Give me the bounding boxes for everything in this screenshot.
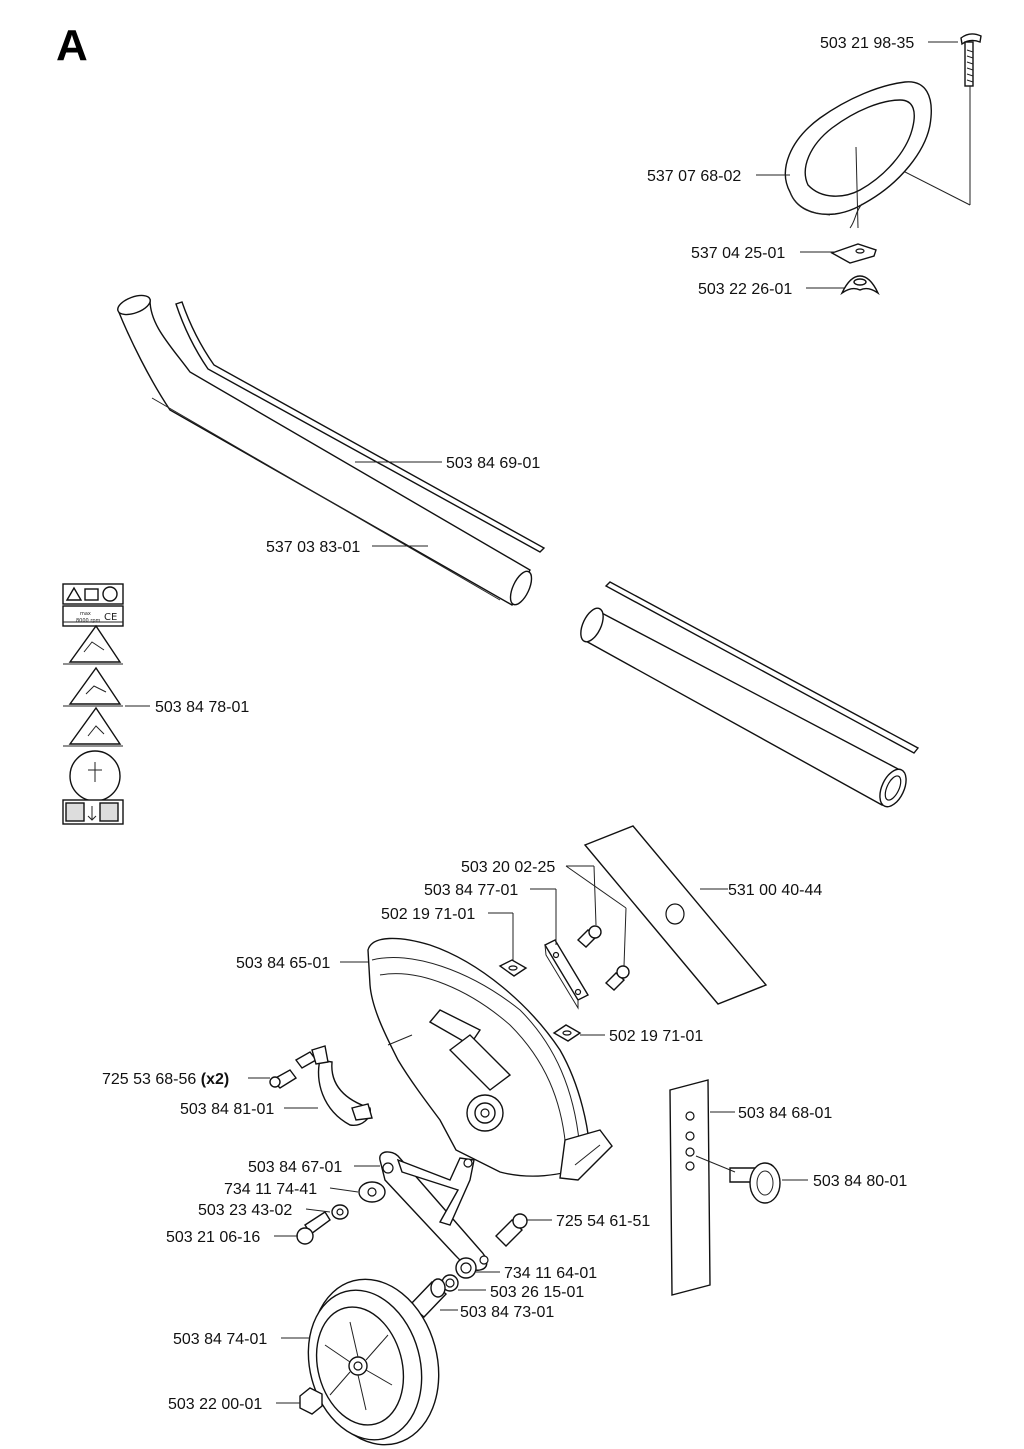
wheel-spacer bbox=[358, 1181, 386, 1203]
axle-screw bbox=[495, 1213, 528, 1247]
wing-nut bbox=[840, 275, 880, 296]
leader-lines bbox=[125, 41, 958, 1404]
part-label-503-84-73-01: 503 84 73-01 bbox=[460, 1304, 554, 1321]
part-number-725-53-68-56: 725 53 68-56 bbox=[102, 1071, 196, 1088]
edger-blade bbox=[583, 825, 768, 1005]
clamp-half bbox=[311, 1045, 373, 1126]
decal-max-text: max bbox=[80, 611, 91, 617]
blade-guard-housing bbox=[367, 937, 613, 1181]
part-label-503-84-81-01: 503 84 81-01 bbox=[180, 1101, 274, 1118]
part-label-503-84-65-01: 503 84 65-01 bbox=[236, 955, 330, 972]
part-label-531-00-40-44: 531 00 40-44 bbox=[728, 882, 822, 899]
clamp-screws bbox=[269, 1051, 318, 1089]
part-label-503-84-74-01: 503 84 74-01 bbox=[173, 1331, 267, 1348]
handle-clamp bbox=[830, 243, 877, 264]
handle-assembly bbox=[784, 33, 982, 296]
square-nuts bbox=[498, 959, 582, 1042]
part-label-734-11-74-41: 734 11 74-41 bbox=[224, 1181, 317, 1198]
wheel bbox=[307, 1278, 440, 1446]
part-label-503-21-06-16: 503 21 06-16 bbox=[166, 1229, 260, 1246]
part-label-503-84-68-01: 503 84 68-01 bbox=[738, 1105, 832, 1122]
upper-shaft-tube bbox=[117, 294, 533, 606]
part-label-734-11-64-01: 734 11 64-01 bbox=[504, 1265, 597, 1282]
part-label-537-03-83-01: 537 03 83-01 bbox=[266, 539, 360, 556]
part-labels: 503 21 98-35 537 07 68-02 537 04 25-01 5… bbox=[102, 35, 914, 1413]
part-label-503-84-78-01: 503 84 78-01 bbox=[155, 699, 249, 716]
clamp-plate bbox=[544, 939, 589, 1010]
lower-shaft-tube bbox=[580, 607, 907, 808]
quantity-x2: (x2) bbox=[201, 1071, 229, 1088]
decal-ce-mark: CE bbox=[104, 612, 117, 623]
washer bbox=[331, 1204, 349, 1220]
part-label-503-84-67-01: 503 84 67-01 bbox=[248, 1159, 342, 1176]
section-letter: A bbox=[56, 21, 88, 70]
part-label-503-84-80-01: 503 84 80-01 bbox=[813, 1173, 907, 1190]
part-label-503-20-02-25: 503 20 02-25 bbox=[461, 859, 555, 876]
part-label-503-21-98-35: 503 21 98-35 bbox=[820, 35, 914, 52]
loop-handle bbox=[784, 81, 932, 229]
part-label-503-22-00-01: 503 22 00-01 bbox=[168, 1396, 262, 1413]
bearing bbox=[455, 1257, 477, 1279]
blade-screws bbox=[576, 925, 630, 991]
lower-drive-shaft bbox=[604, 581, 920, 754]
warning-decal-set: max 8000 rpm CE bbox=[62, 583, 124, 825]
part-label-502-19-71-01-upper: 502 19 71-01 bbox=[381, 906, 475, 923]
part-label-503-84-69-01: 503 84 69-01 bbox=[446, 455, 540, 472]
part-label-503-23-43-02: 503 23 43-02 bbox=[198, 1202, 292, 1219]
part-label-503-84-77-01: 503 84 77-01 bbox=[424, 882, 518, 899]
part-label-725-54-61-51: 725 54 61-51 bbox=[556, 1213, 650, 1230]
depth-adjust-bracket bbox=[669, 1079, 711, 1296]
wheel-arm bbox=[379, 1151, 489, 1271]
part-label-537-07-68-02: 537 07 68-02 bbox=[647, 168, 741, 185]
hex-bolt bbox=[296, 1211, 331, 1245]
part-label-503-26-15-01: 503 26 15-01 bbox=[490, 1284, 584, 1301]
bearing-washer bbox=[441, 1274, 459, 1292]
adjustment-knob bbox=[695, 1155, 781, 1204]
upper-drive-shaft bbox=[175, 301, 546, 553]
part-label-502-19-71-01-lower: 502 19 71-01 bbox=[609, 1028, 703, 1045]
part-label-725-53-68-56: 725 53 68-56 (x2) bbox=[102, 1071, 229, 1088]
part-label-537-04-25-01: 537 04 25-01 bbox=[691, 245, 785, 262]
decal-rpm-text: 8000 rpm bbox=[76, 618, 101, 624]
part-label-503-22-26-01: 503 22 26-01 bbox=[698, 281, 792, 298]
wheel-nut bbox=[299, 1387, 323, 1415]
